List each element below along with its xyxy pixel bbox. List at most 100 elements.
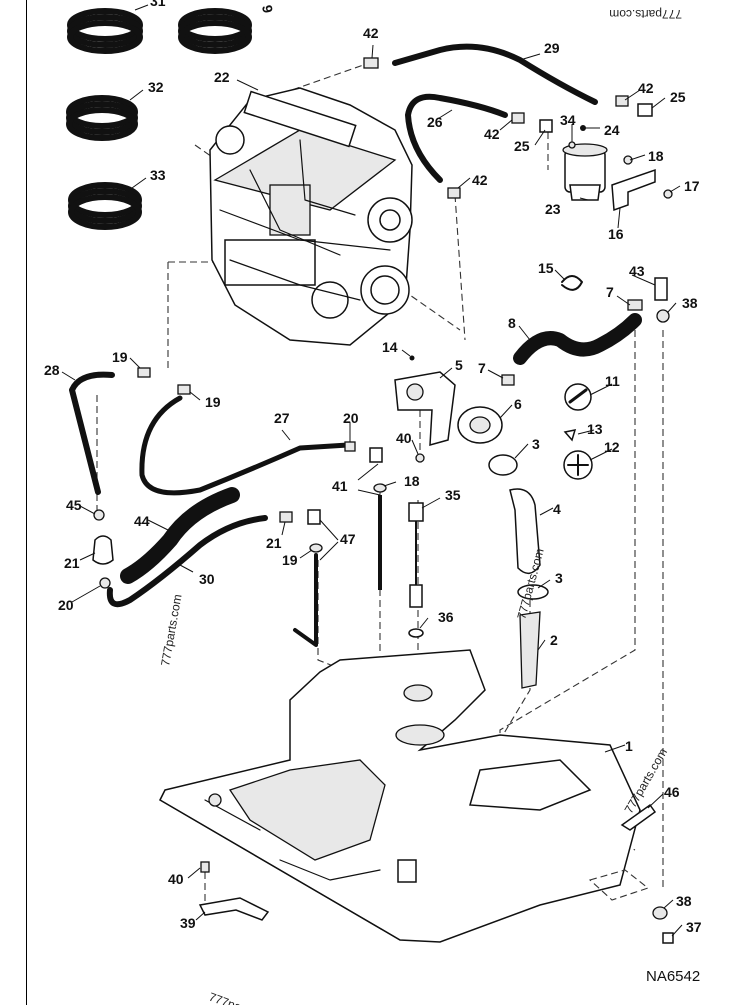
watermark-2: 777parts.com xyxy=(158,593,184,667)
drawing-number: NA6542 xyxy=(646,968,700,985)
callout-12: 13 xyxy=(587,421,603,437)
callout-4: 4 xyxy=(553,501,561,517)
clamp-42-b xyxy=(615,95,629,107)
callout-46: 46 xyxy=(664,784,680,800)
clamp-21-a xyxy=(279,511,293,523)
callout-40-b: 40 xyxy=(168,871,184,887)
callout-35: 35 xyxy=(445,487,461,503)
callout-21-b: 20 xyxy=(58,597,74,613)
watermark-1: 777parts.com xyxy=(609,7,682,21)
clamp-19-b xyxy=(177,384,191,395)
callout-23: 23 xyxy=(545,201,561,217)
bolt-40-lower xyxy=(200,861,210,873)
callout-37: 37 xyxy=(686,919,702,935)
callout-14: 15 xyxy=(538,260,554,276)
clamp-3-upper xyxy=(488,454,518,476)
callout-3-a: 3 xyxy=(532,436,540,452)
clamp-7-upper xyxy=(627,299,643,311)
callout-6: 6 xyxy=(514,396,522,412)
callout-42-a: 42 xyxy=(363,25,379,41)
callout-27: 28 xyxy=(44,362,60,378)
bracket-39 xyxy=(198,897,270,921)
screw-13 xyxy=(409,355,415,361)
callout-45: 47 xyxy=(340,531,356,547)
callout-25-b: 25 xyxy=(514,138,530,154)
callout-11: 12 xyxy=(604,439,620,455)
fuel-pickup-2 xyxy=(519,611,541,689)
callout-8: 8 xyxy=(508,315,516,331)
callout-38-b: 38 xyxy=(676,893,692,909)
clamp-3-lower xyxy=(517,584,549,600)
callout-25-a: 25 xyxy=(670,89,686,105)
bolt-40-mid xyxy=(415,453,425,463)
hose-coil-33 xyxy=(68,182,142,230)
callout-44: 44 xyxy=(134,513,150,529)
elbow-fitting-41 xyxy=(369,447,383,463)
fuel-hose-8 xyxy=(513,313,642,365)
nut-17 xyxy=(623,155,633,165)
callout-42-b: 42 xyxy=(638,80,654,96)
page-border-line xyxy=(26,0,27,1005)
callout-41: 41 xyxy=(332,478,348,494)
callout-19-c: 20 xyxy=(343,410,359,426)
callout-17: 18 xyxy=(648,148,664,164)
bracket-5 xyxy=(394,371,456,447)
callout-7-b: 7 xyxy=(478,360,486,376)
callout-39: 39 xyxy=(180,915,196,931)
callout-9: 9 xyxy=(259,4,276,15)
callout-19-b: 19 xyxy=(205,394,221,410)
grommet-18-upper xyxy=(373,483,387,493)
callout-10: 11 xyxy=(605,373,620,389)
clamp-42-d xyxy=(447,187,461,199)
clamp-19-c xyxy=(344,441,356,452)
fuel-hose-30 xyxy=(106,515,268,608)
callout-5: 5 xyxy=(455,357,463,373)
mount-pad xyxy=(588,869,650,901)
callout-16: 17 xyxy=(684,178,700,194)
fuel-filter-23 xyxy=(562,143,608,201)
o-ring-36 xyxy=(408,628,424,638)
screw-24 xyxy=(580,125,586,131)
callout-32: 32 xyxy=(148,79,164,95)
leader-lines xyxy=(61,4,683,937)
grommet-18-lower xyxy=(309,543,323,553)
callout-38-a: 38 xyxy=(682,295,698,311)
callout-labels: 31 9 32 33 22 42 29 42 25 26 42 34 24 25… xyxy=(44,0,702,935)
tube-45 xyxy=(293,553,318,647)
clamp-7-lower xyxy=(501,374,515,386)
fuel-tank-1 xyxy=(159,649,641,943)
sleeve-44 xyxy=(120,487,240,584)
grommet-38-upper xyxy=(656,309,670,323)
watermark-5: 777parts.com xyxy=(207,990,280,1005)
grommet-38-lower xyxy=(652,906,668,920)
callout-30: 30 xyxy=(199,571,215,587)
fuel-cap-11 xyxy=(563,450,593,480)
fuel-hose-27 xyxy=(69,371,115,495)
elbow-43 xyxy=(654,277,668,301)
callout-47: 45 xyxy=(66,497,82,513)
callout-43: 43 xyxy=(629,263,645,279)
clamp-42-top xyxy=(363,57,379,69)
fuel-sender-35 xyxy=(408,502,424,608)
callout-21-a: 21 xyxy=(266,535,282,551)
hose-coil-9 xyxy=(178,8,252,54)
elbow-fitting-45 xyxy=(307,509,321,525)
callout-28: 27 xyxy=(274,410,290,426)
fitting-25-b xyxy=(539,119,553,133)
callout-29: 29 xyxy=(544,40,560,56)
callout-40-a: 40 xyxy=(396,430,412,446)
bracket-15 xyxy=(611,168,656,212)
callout-33: 33 xyxy=(150,167,166,183)
callout-24: 24 xyxy=(604,122,620,138)
callout-1: 1 xyxy=(625,738,633,754)
clamp-42-c xyxy=(511,112,525,124)
callout-26: 26 xyxy=(427,114,443,130)
clip-12 xyxy=(563,429,577,442)
check-valve-20 xyxy=(92,535,114,565)
callout-13: 14 xyxy=(382,339,398,355)
clamp-47 xyxy=(93,509,105,521)
callout-7-a: 7 xyxy=(606,284,614,300)
fuel-hose-28 xyxy=(139,395,351,496)
washer-34 xyxy=(568,141,576,149)
filler-neck-ring-6 xyxy=(457,406,503,444)
